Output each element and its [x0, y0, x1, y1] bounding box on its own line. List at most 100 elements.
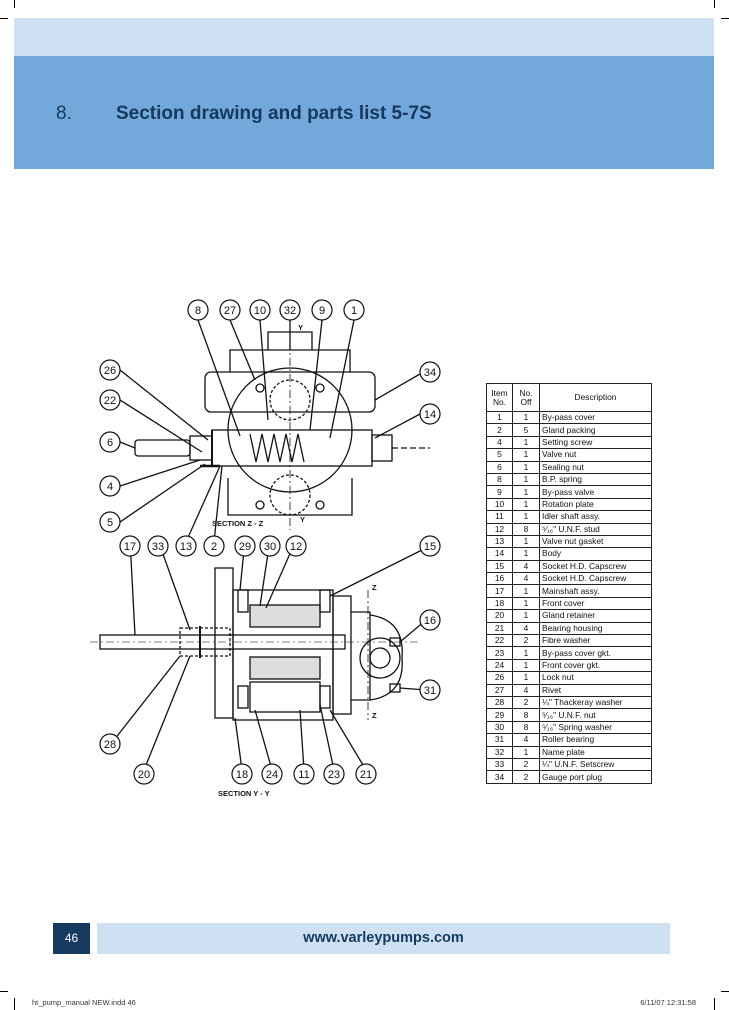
part-quantity: 4	[512, 572, 540, 586]
callout-24: 24	[266, 769, 278, 781]
part-description: Body	[539, 547, 652, 561]
part-item-number: 22	[486, 634, 513, 648]
section-z-label: SECTION Z - Z	[212, 519, 264, 528]
part-item-number: 14	[486, 547, 513, 561]
part-item-number: 6	[486, 460, 513, 474]
part-description: By-pass valve	[539, 485, 652, 499]
part-description: Socket H.D. Capscrew	[539, 572, 652, 586]
part-description: Roller bearing	[539, 733, 652, 747]
callout-28: 28	[104, 739, 116, 751]
part-quantity: 4	[512, 733, 540, 747]
part-item-number: 18	[486, 596, 513, 611]
part-quantity: 1	[512, 596, 540, 611]
part-item-number: 12	[486, 522, 513, 536]
part-description: Rivet	[539, 683, 652, 698]
callout-9: 9	[319, 305, 325, 317]
part-quantity: 1	[512, 547, 540, 561]
part-item-number: 5	[486, 448, 513, 462]
part-quantity: 1	[512, 472, 540, 487]
part-item-number: 4	[486, 435, 513, 450]
callout-18: 18	[236, 769, 248, 781]
section-title: Section drawing and parts list 5-7S	[116, 103, 432, 124]
part-item-number: 13	[486, 534, 513, 549]
axis-z-top: Z	[372, 583, 377, 592]
part-item-number: 21	[486, 621, 513, 636]
header-band	[14, 56, 714, 169]
part-quantity: 2	[512, 770, 540, 784]
part-description: Valve nut gasket	[539, 534, 652, 549]
part-description: Rotation plate	[539, 497, 652, 512]
callout-6: 6	[107, 437, 113, 449]
axis-z-bottom: Z	[372, 711, 377, 720]
part-item-number: 9	[486, 485, 513, 499]
part-item-number: 30	[486, 720, 513, 735]
section-number: 8.	[56, 103, 72, 124]
part-description: ⁵⁄₁₆" U.N.F. stud	[539, 522, 652, 536]
callout-2: 2	[211, 541, 217, 553]
part-quantity: 1	[512, 435, 540, 450]
part-quantity: 1	[512, 609, 540, 623]
axis-y-top: Y	[298, 323, 303, 332]
part-description: Gland retainer	[539, 609, 652, 623]
callout-31: 31	[424, 685, 436, 697]
part-item-number: 15	[486, 559, 513, 574]
part-item-number: 20	[486, 609, 513, 623]
part-description: Front cover gkt.	[539, 658, 652, 673]
callout-10: 10	[254, 305, 266, 317]
part-item-number: 16	[486, 572, 513, 586]
part-quantity: 1	[512, 584, 540, 598]
print-slug-date: 6/11/07 12:31:58	[640, 998, 696, 1007]
callout-8: 8	[195, 305, 201, 317]
part-item-number: 26	[486, 671, 513, 685]
page-number: 46	[53, 923, 90, 954]
part-description: Gauge port plug	[539, 770, 652, 784]
part-description: ¼" Thackeray washer	[539, 695, 652, 710]
footer-url[interactable]: www.varleypumps.com	[303, 930, 464, 946]
part-quantity: 8	[512, 522, 540, 536]
part-quantity: 1	[512, 658, 540, 673]
callout-29: 29	[239, 541, 251, 553]
part-description: Sealing nut	[539, 460, 652, 474]
part-description: By-pass cover	[539, 410, 652, 425]
callout-21: 21	[360, 769, 372, 781]
crop-mark	[0, 991, 8, 992]
part-item-number: 28	[486, 695, 513, 710]
part-item-number: 1	[486, 410, 513, 425]
part-quantity: 2	[512, 634, 540, 648]
callout-11: 11	[298, 769, 309, 781]
crop-mark	[721, 991, 729, 992]
callout-4: 4	[107, 481, 113, 493]
part-quantity: 5	[512, 423, 540, 437]
callout-26: 26	[104, 365, 116, 377]
part-description: Setting screw	[539, 435, 652, 450]
part-description: Mainshaft assy.	[539, 584, 652, 598]
header-band-light	[14, 18, 714, 56]
footer-band	[97, 923, 670, 954]
part-item-number: 8	[486, 472, 513, 487]
part-description: ⁵⁄₁₆" U.N.F. nut	[539, 708, 652, 722]
callout-23: 23	[328, 769, 340, 781]
part-quantity: 1	[512, 534, 540, 549]
part-quantity: 1	[512, 410, 540, 425]
part-quantity: 8	[512, 720, 540, 735]
section-y-label: SECTION Y - Y	[218, 789, 270, 798]
part-item-number: 33	[486, 757, 513, 772]
